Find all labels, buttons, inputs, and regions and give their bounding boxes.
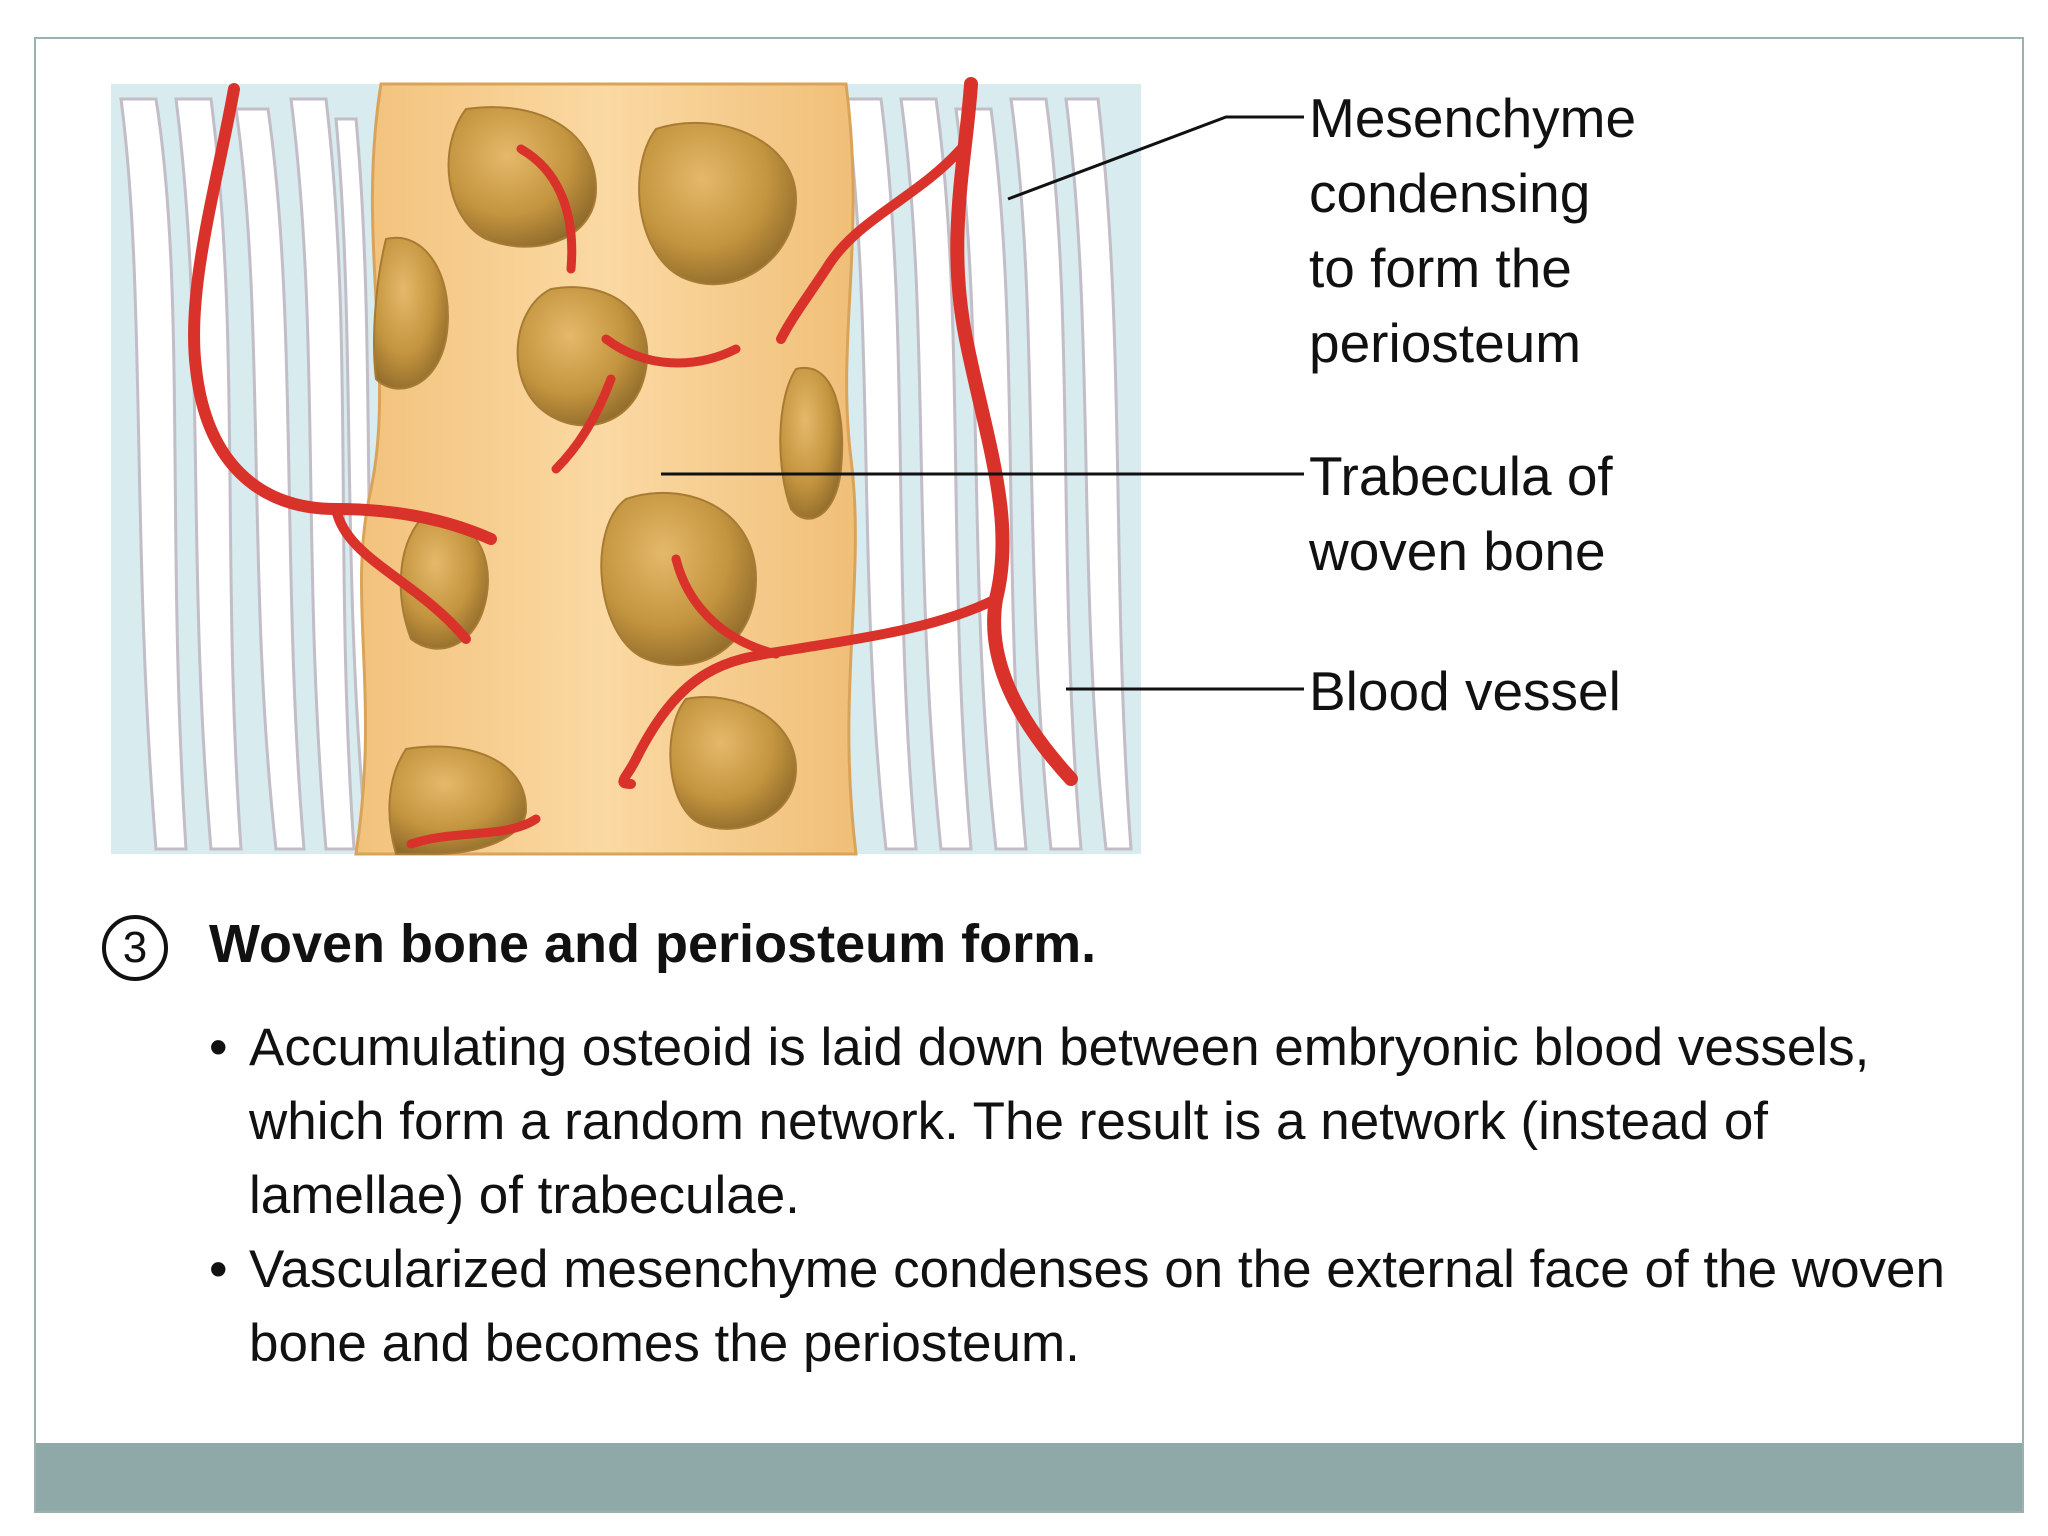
vessel-trabecular-2 [601,334,741,368]
vessel-right-branch-top [776,144,966,344]
blood-vessels [188,77,1078,849]
vessel-trabecular-4 [671,554,781,659]
leader-mesenchyme [1007,115,1304,201]
vessel-left-branch [331,504,471,644]
vessel-trabecular-5 [406,814,541,849]
callout-leader-lines [661,115,1304,691]
bone-illustration [111,77,1304,856]
step-number-badge: 3 [102,915,168,981]
bullet-list: Accumulating osteoid is laid down betwee… [209,1011,1969,1381]
vessel-right-branch-mid [618,594,1001,789]
label-blood-vessel: Blood vessel [1309,660,1621,722]
bullet-item: Vascularized mesenchyme condenses on the… [209,1233,1969,1381]
bullet-item: Accumulating osteoid is laid down betwee… [209,1011,1969,1233]
vessel-left-main [188,83,497,545]
footer-bar [36,1443,2022,1511]
label-mesenchyme: Mesenchyme condensing to form the perios… [1309,87,1637,374]
label-trabecula: Trabecula of woven bone [1309,445,1613,582]
slide: Mesenchyme condensing to form the perios… [34,37,2024,1513]
vessel-trabecular-1 [516,144,577,274]
vessel-trabecular-3 [551,374,616,474]
vessel-right-main [950,77,1078,786]
step-title: Woven bone and periosteum form. [209,914,1097,974]
